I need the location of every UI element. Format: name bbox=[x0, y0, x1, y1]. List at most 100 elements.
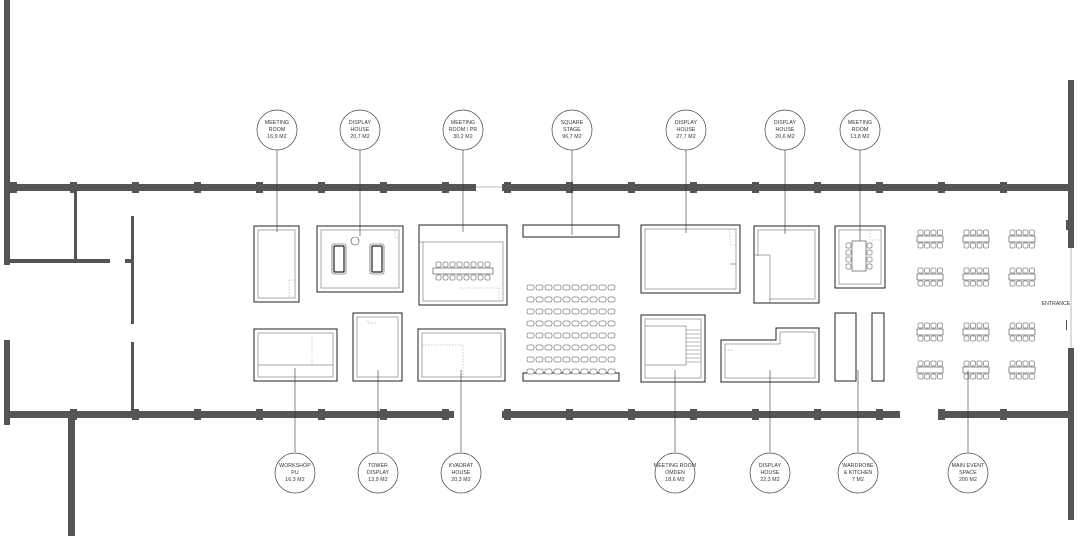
column bbox=[690, 409, 697, 420]
stage-seat bbox=[544, 344, 553, 351]
wall-top-left bbox=[10, 184, 476, 191]
stage-seat bbox=[598, 356, 607, 363]
chair bbox=[866, 249, 873, 256]
event-space-tables bbox=[916, 229, 1036, 380]
stage-seat bbox=[580, 320, 589, 327]
column bbox=[70, 182, 77, 193]
stage-seat bbox=[571, 320, 580, 327]
column bbox=[70, 409, 77, 420]
room-kitchen-counter bbox=[871, 312, 885, 382]
label-line: HOUSE bbox=[351, 127, 370, 133]
column bbox=[318, 409, 325, 420]
stage-seat bbox=[544, 368, 553, 375]
wall-left-bottom bbox=[68, 418, 75, 536]
event-table bbox=[916, 229, 944, 249]
event-table bbox=[1008, 322, 1036, 342]
stage-seat bbox=[535, 368, 544, 375]
display-object bbox=[369, 243, 385, 275]
label-line: DISPLAY bbox=[367, 470, 390, 476]
stage-seat bbox=[553, 332, 562, 339]
chair bbox=[442, 261, 449, 268]
stage-seat bbox=[562, 308, 571, 315]
label-line: ROOM bbox=[852, 127, 869, 133]
label-line: SQUARE bbox=[561, 120, 584, 126]
stage-seat bbox=[544, 308, 553, 315]
label-bubble-display-house-2: DISPLAY HOUSE 27,7 M2 bbox=[665, 109, 707, 151]
chair bbox=[866, 263, 873, 270]
wall-left-lower bbox=[4, 340, 10, 425]
column bbox=[628, 182, 635, 193]
stage-seat bbox=[535, 356, 544, 363]
column bbox=[1000, 409, 1007, 420]
label-line: 20,3 M2 bbox=[451, 477, 470, 483]
stage-seat bbox=[553, 308, 562, 315]
stage-seat bbox=[526, 344, 535, 351]
chair bbox=[866, 256, 873, 263]
label-line: PU bbox=[291, 470, 299, 476]
label-line: 20,6 M2 bbox=[775, 134, 794, 140]
chair bbox=[449, 274, 456, 281]
bottom-row-rooms bbox=[253, 312, 885, 383]
label-line: MAIN EVENT bbox=[952, 463, 985, 469]
label-bubble-display-house-3: DISPLAY HOUSE 20,6 M2 bbox=[764, 109, 806, 151]
label-line: HOUSE bbox=[776, 127, 795, 133]
label-line: WORKSHOP bbox=[279, 463, 311, 469]
leader-lines bbox=[276, 148, 969, 452]
chair bbox=[470, 261, 477, 268]
room-display-house-2 bbox=[640, 224, 741, 294]
chair bbox=[456, 274, 463, 281]
event-table bbox=[962, 267, 990, 287]
event-table bbox=[916, 360, 944, 380]
wall-left-room-v3 bbox=[131, 342, 134, 412]
chair bbox=[845, 263, 852, 270]
wall-top-right bbox=[502, 184, 1070, 191]
label-line: ROOM / PR bbox=[449, 127, 478, 133]
room-display-house-1 bbox=[316, 225, 404, 293]
label-line: KVADRAT bbox=[449, 463, 474, 469]
stage-seat bbox=[535, 308, 544, 315]
chair bbox=[477, 274, 484, 281]
column bbox=[566, 409, 573, 420]
label-bubble-display-house-1: DISPLAY HOUSE 20,7 M2 bbox=[339, 109, 381, 151]
stage-seat bbox=[526, 356, 535, 363]
room-display-house-3 bbox=[753, 225, 820, 304]
stage-seat bbox=[589, 320, 598, 327]
label-line: 96,7 M2 bbox=[562, 134, 581, 140]
room-wardrobe bbox=[834, 312, 857, 382]
entrance-label: ENTRANCE bbox=[1042, 301, 1071, 307]
stage-seat bbox=[562, 332, 571, 339]
stage-seat bbox=[562, 320, 571, 327]
stage-seat bbox=[580, 296, 589, 303]
wall-left-upper bbox=[4, 0, 10, 265]
stage-seat bbox=[598, 308, 607, 315]
column bbox=[442, 182, 449, 193]
stage-seat bbox=[562, 356, 571, 363]
stage-seat bbox=[607, 344, 616, 351]
event-table bbox=[916, 267, 944, 287]
column bbox=[876, 409, 883, 420]
stage-seat bbox=[526, 368, 535, 375]
label-bubble-meeting-room-pr: MEETING ROOM / PR 30,2 M2 bbox=[442, 109, 484, 151]
stage-seat bbox=[589, 308, 598, 315]
stage-seat bbox=[580, 344, 589, 351]
column bbox=[752, 409, 759, 420]
chair bbox=[435, 261, 442, 268]
meeting-table-chairs bbox=[435, 261, 491, 281]
stage-seat bbox=[553, 356, 562, 363]
column bbox=[10, 182, 17, 193]
display-object bbox=[350, 236, 360, 246]
label-bubble-meeting-room-2: MEETING ROOM 13,8 M2 bbox=[839, 109, 881, 151]
room-meeting-room-pr bbox=[418, 224, 508, 306]
column bbox=[938, 182, 945, 193]
stage-seat bbox=[553, 296, 562, 303]
stage-seat bbox=[526, 308, 535, 315]
column bbox=[628, 409, 635, 420]
label-bubble-square-stage: SQUARE STAGE 96,7 M2 bbox=[551, 109, 593, 151]
stage-seat bbox=[598, 296, 607, 303]
label-line: 30,2 M2 bbox=[453, 134, 472, 140]
stage-strip-bottom bbox=[522, 372, 620, 382]
stage-seat bbox=[580, 356, 589, 363]
stage-seat bbox=[571, 344, 580, 351]
label-line: 7 M2 bbox=[852, 477, 864, 483]
stage-seat bbox=[580, 332, 589, 339]
